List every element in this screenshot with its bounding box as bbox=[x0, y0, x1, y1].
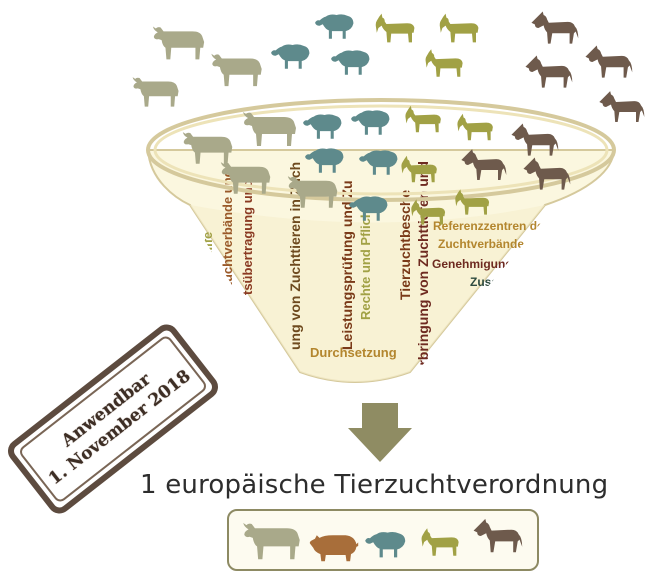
cattle-icon bbox=[133, 77, 179, 106]
sheep-icon bbox=[351, 110, 389, 134]
goat-icon bbox=[440, 14, 479, 43]
word-referenzzentren: Referenzzentren der Europäischen bbox=[433, 219, 631, 233]
cattle-icon bbox=[211, 54, 261, 86]
word-tsuebertragung: tsübertragung und bbox=[240, 179, 255, 295]
cattle-icon bbox=[153, 27, 204, 60]
horse-icon bbox=[525, 56, 572, 88]
horse-icon bbox=[531, 12, 578, 44]
cattle-icon bbox=[243, 112, 296, 146]
word-tshilfe: tshilfe bbox=[200, 232, 215, 270]
goat-icon bbox=[405, 106, 440, 132]
goat-icon bbox=[457, 114, 492, 140]
arrow-down-icon bbox=[348, 403, 412, 462]
sheep-icon bbox=[303, 114, 341, 138]
word-rechte-pflichten: Rechte und Pflich bbox=[358, 210, 373, 320]
goat-icon bbox=[376, 14, 415, 43]
sheep-icon bbox=[315, 14, 353, 38]
sheep-icon bbox=[331, 50, 369, 74]
word-zusammen: Zusammen bbox=[470, 275, 533, 289]
regulation-caption: 1 europäische Tierzuchtverordnung bbox=[140, 470, 640, 500]
word-zuchtverbaende-right: Zuchtverbände und Zuchtu bbox=[438, 237, 593, 251]
sheep-icon bbox=[271, 44, 309, 68]
word-durchsetzung: Durchsetzung bbox=[310, 345, 397, 360]
word-genehmigung: Genehmigung Zuchtprogr bbox=[432, 257, 580, 271]
goat-icon bbox=[426, 49, 463, 77]
horse-icon bbox=[599, 91, 644, 122]
word-tierzuchtbescheinigung: Tierzuchtbesche bbox=[397, 190, 413, 300]
horse-icon bbox=[585, 46, 632, 78]
